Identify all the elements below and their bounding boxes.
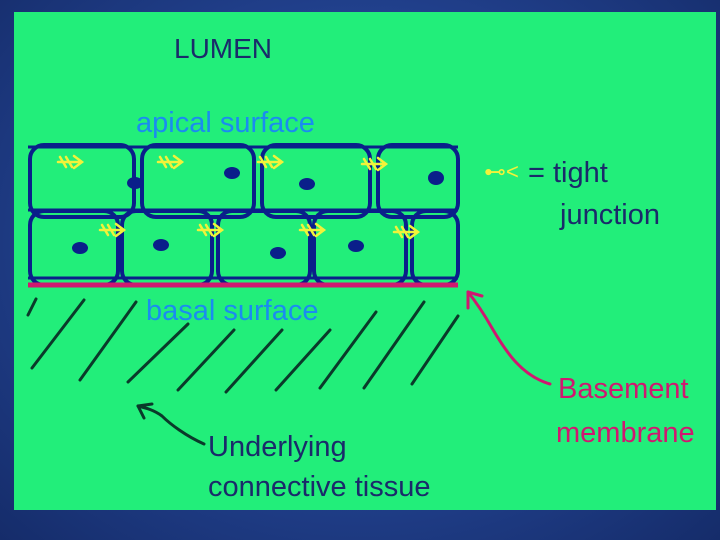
tight-junction-icon: [196, 222, 225, 238]
hatch-line: [274, 328, 332, 392]
nucleus: [270, 247, 286, 259]
basal-surface-label: basal surface: [146, 295, 319, 327]
apical-surface-label: apical surface: [136, 107, 315, 139]
tight-junction-label-line2: junction: [559, 199, 660, 231]
top-cell-row: [28, 143, 460, 219]
tight-junction-icon: [56, 154, 85, 170]
hatch-line: [224, 328, 284, 394]
hatch-line: [30, 298, 86, 370]
cell: [260, 143, 372, 219]
nucleus: [127, 177, 143, 189]
cell: [28, 143, 136, 219]
cell: [140, 143, 256, 219]
tight-junction-icon: [256, 154, 285, 170]
lumen-title: LUMEN: [174, 33, 272, 64]
nucleus: [153, 239, 169, 251]
nuclei: [72, 167, 444, 259]
hatch-line: [26, 297, 38, 317]
tight-junction-legend-icon: ⊷<: [484, 159, 519, 184]
connective-tissue-label-line1: Underlying: [208, 431, 347, 463]
hatch-line: [78, 300, 138, 382]
cell: [376, 143, 460, 219]
cell: [216, 209, 312, 287]
hatch-line: [126, 322, 190, 384]
connective-arrow: [136, 402, 206, 446]
nucleus: [299, 178, 315, 190]
tight-junction-icon: [392, 224, 421, 240]
tight-junction-icon: [298, 222, 327, 238]
tight-junction-icon: [98, 222, 127, 238]
bottom-cell-row: [28, 209, 460, 287]
nucleus: [224, 167, 240, 179]
basement-arrow: [466, 290, 552, 386]
tight-junction-icon: [156, 154, 185, 170]
connective-tissue-label-line2: connective tissue: [208, 471, 430, 503]
diagram-panel: LUMEN apical surface basal surface ⊷< = …: [14, 12, 716, 510]
tight-junction-label-line1: = tight: [528, 157, 608, 189]
hatch-line: [318, 310, 378, 390]
nucleus: [348, 240, 364, 252]
tight-junctions: [56, 154, 421, 240]
basement-membrane-label-line1: Basement: [558, 373, 689, 405]
hatch-line: [410, 314, 460, 386]
basement-membrane-label-line2: membrane: [556, 417, 695, 449]
connective-tissue-hatch: [26, 297, 460, 394]
cell: [410, 209, 460, 287]
tight-junction-icon: [360, 156, 389, 172]
epithelium-diagram: LUMEN apical surface basal surface ⊷< = …: [26, 33, 695, 503]
hatch-line: [362, 300, 426, 390]
nucleus: [428, 171, 444, 185]
hatch-line: [176, 328, 236, 392]
nucleus: [72, 242, 88, 254]
